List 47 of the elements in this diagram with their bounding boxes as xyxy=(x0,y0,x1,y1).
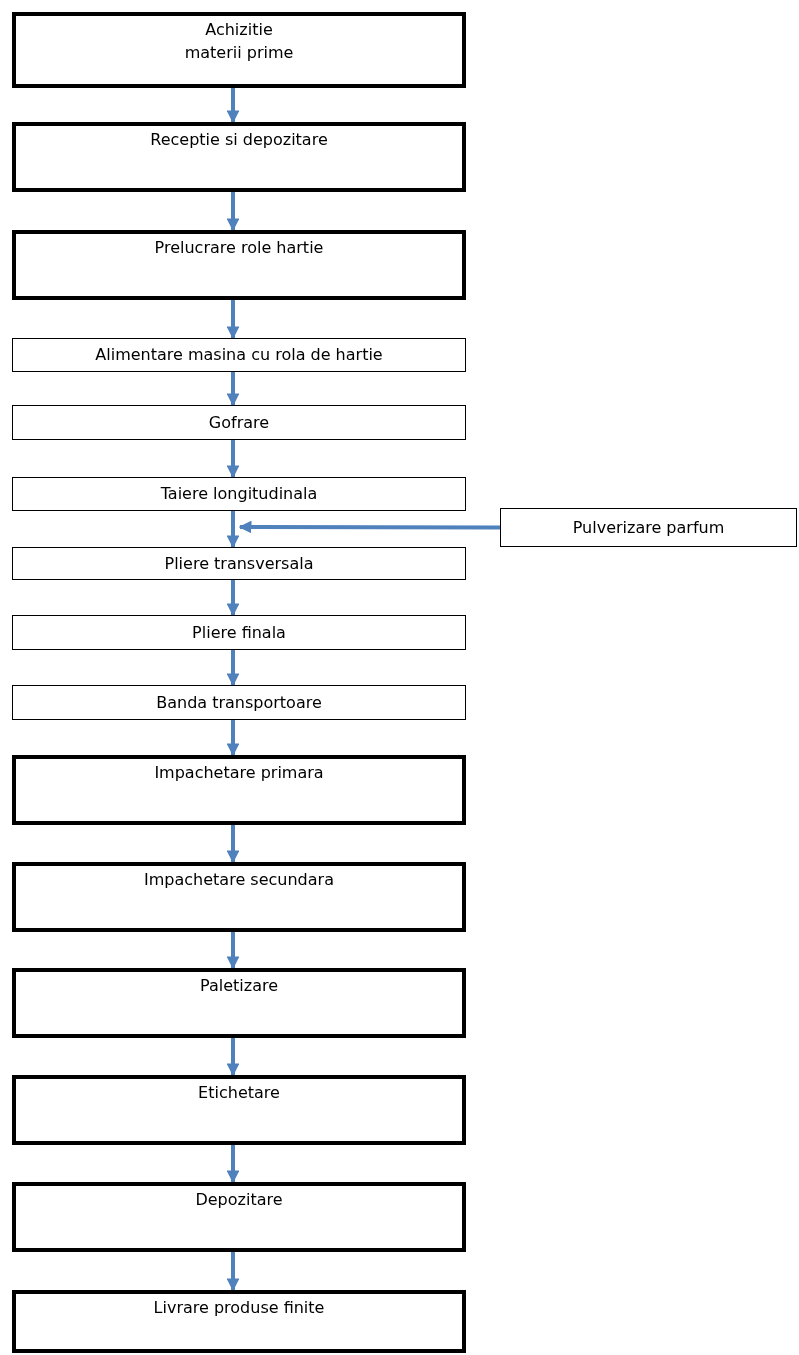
step-label: Receptie si depozitare xyxy=(150,129,328,151)
step-label: Livrare produse finite xyxy=(153,1297,325,1319)
arrow xyxy=(226,720,240,757)
process-box xyxy=(12,477,466,511)
step-label: Impachetare secundara xyxy=(144,869,334,891)
step-label: Pliere finala xyxy=(192,621,286,644)
process-box xyxy=(12,755,466,825)
arrow xyxy=(226,300,240,340)
process-box xyxy=(12,968,466,1038)
arrow xyxy=(226,511,240,549)
arrow xyxy=(226,1252,240,1292)
process-box xyxy=(12,122,466,192)
step-label: Pliere transversala xyxy=(164,552,314,575)
step-label: Paletizare xyxy=(200,975,278,997)
process-box xyxy=(12,615,466,650)
process-box xyxy=(12,862,466,932)
arrow xyxy=(226,192,240,232)
arrow xyxy=(226,580,240,617)
process-box xyxy=(12,230,466,300)
process-box xyxy=(12,405,466,440)
step-label: Pulverizare parfum xyxy=(572,516,725,539)
step-label: Achizitie materii prime xyxy=(183,19,295,65)
arrow xyxy=(226,440,240,479)
arrow xyxy=(226,1145,240,1184)
arrow xyxy=(226,372,240,407)
arrow xyxy=(226,650,240,687)
process-box xyxy=(12,1075,466,1145)
step-label: Etichetare xyxy=(198,1082,280,1104)
step-label: Gofrare xyxy=(208,411,270,434)
process-box xyxy=(12,685,466,720)
process-box xyxy=(12,1182,466,1252)
process-box xyxy=(12,547,466,580)
arrow xyxy=(238,520,500,534)
process-box xyxy=(12,1290,466,1353)
step-label: Alimentare masina cu rola de hartie xyxy=(95,344,383,367)
step-label: Impachetare primara xyxy=(154,762,324,784)
process-box xyxy=(500,508,797,547)
process-box xyxy=(12,338,466,372)
arrow xyxy=(226,1038,240,1077)
process-box xyxy=(12,12,466,88)
arrow xyxy=(226,932,240,970)
step-label: Taiere longitudinala xyxy=(160,483,318,506)
step-label: Banda transportoare xyxy=(156,691,322,714)
step-label: Depozitare xyxy=(195,1189,283,1211)
step-label: Prelucrare role hartie xyxy=(154,237,324,259)
arrow xyxy=(226,825,240,864)
arrow xyxy=(226,88,240,124)
